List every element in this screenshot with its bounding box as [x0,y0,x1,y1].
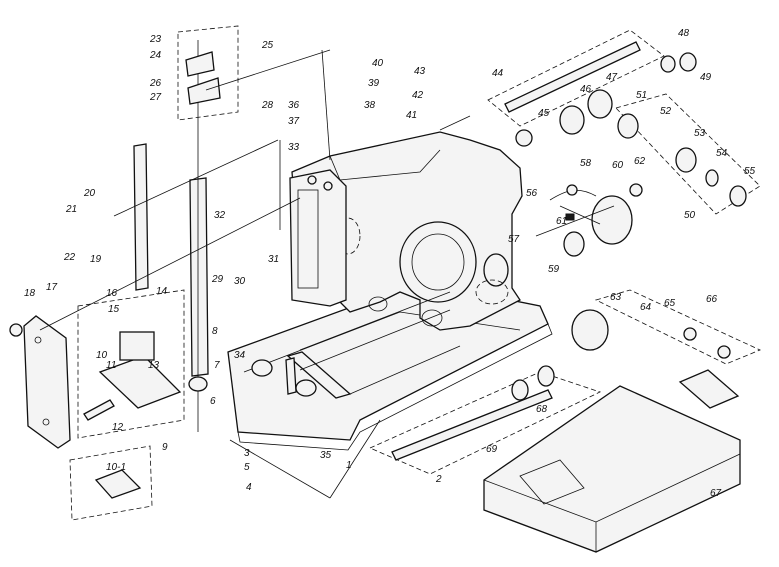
part-label-53: 53 [694,128,706,139]
part-label-40: 40 [372,58,384,69]
part-label-21: 21 [65,204,77,215]
connection-lines [39,49,615,499]
part-label-29: 29 [211,274,224,285]
part-label-62: 62 [634,156,646,167]
presser-foot-assembly [77,289,185,439]
part-label-41: 41 [406,110,417,121]
part-label-17: 17 [46,282,58,293]
part-label-66: 66 [706,294,718,305]
part-label-67: 67 [710,488,722,499]
part-label-61: 61 [556,216,567,227]
part-label-15: 15 [108,304,120,315]
part-label-43: 43 [414,66,426,77]
part-label-50: 50 [684,210,696,221]
part-number-labels: 1234567891010-11112131415161718192021222… [24,28,756,499]
part-label-10-1: 10-1 [106,462,126,473]
part-label-65: 65 [664,298,676,309]
part-label-26: 26 [149,78,162,89]
part-label-6: 6 [210,396,216,407]
gear-components [515,89,643,351]
lower-shaft [369,365,602,475]
part-label-39: 39 [368,78,380,89]
part-label-20: 20 [83,188,96,199]
part-label-14: 14 [156,286,168,297]
part-label-9: 9 [162,442,168,453]
part-label-35: 35 [320,450,332,461]
front-arm-block [289,169,347,307]
part-label-13: 13 [148,360,160,371]
part-label-27: 27 [149,92,162,103]
part-label-10: 10 [96,350,108,361]
part-label-55: 55 [744,166,756,177]
part-label-69: 69 [486,444,498,455]
part-label-37: 37 [288,116,300,127]
bracket-plate [594,289,761,409]
part-label-38: 38 [364,100,376,111]
part-label-30: 30 [234,276,246,287]
part-label-7: 7 [214,360,220,371]
part-label-32: 32 [214,210,226,221]
part-label-48: 48 [678,28,690,39]
part-label-56: 56 [526,188,538,199]
part-label-24: 24 [149,50,162,61]
part-label-34: 34 [234,350,246,361]
part-label-47: 47 [606,72,618,83]
upper-shaft [487,29,665,127]
part-label-28: 28 [261,100,274,111]
part-label-58: 58 [580,158,592,169]
machine-body-casting [291,131,523,331]
part-label-3: 3 [244,448,250,459]
part-label-16: 16 [106,288,118,299]
part-label-63: 63 [610,292,622,303]
part-label-57: 57 [508,234,520,245]
part-label-8: 8 [212,326,218,337]
part-label-33: 33 [288,142,300,153]
part-label-19: 19 [90,254,102,265]
right-shaft-parts-group [615,52,761,215]
part-label-1: 1 [346,460,352,471]
part-10-1-box [69,445,153,521]
part-label-11: 11 [106,360,116,371]
part-label-52: 52 [660,106,672,117]
part-label-64: 64 [640,302,652,313]
front-frame-rails [251,291,461,399]
part-label-4: 4 [246,482,252,493]
part-label-51: 51 [636,90,647,101]
part-label-5: 5 [244,462,250,473]
part-label-68: 68 [536,404,548,415]
wiring-assembly [549,184,597,221]
part-label-12: 12 [112,422,124,433]
needle-bar-box [177,25,239,121]
part-label-60: 60 [612,160,624,171]
vertical-rods [133,40,209,432]
part-label-44: 44 [492,68,504,79]
bottom-base-table [483,385,741,553]
part-label-25: 25 [261,40,274,51]
part-label-36: 36 [288,100,300,111]
part-label-45: 45 [538,108,550,119]
part-label-23: 23 [149,34,162,45]
part-label-31: 31 [268,254,279,265]
part-label-2: 2 [435,474,442,485]
part-label-46: 46 [580,84,592,95]
part-label-18: 18 [24,288,36,299]
part-label-22: 22 [63,252,76,263]
part-label-49: 49 [700,72,712,83]
part-label-42: 42 [412,90,424,101]
part-label-54: 54 [716,148,728,159]
part-label-59: 59 [548,264,560,275]
left-cover-plate [9,315,71,449]
